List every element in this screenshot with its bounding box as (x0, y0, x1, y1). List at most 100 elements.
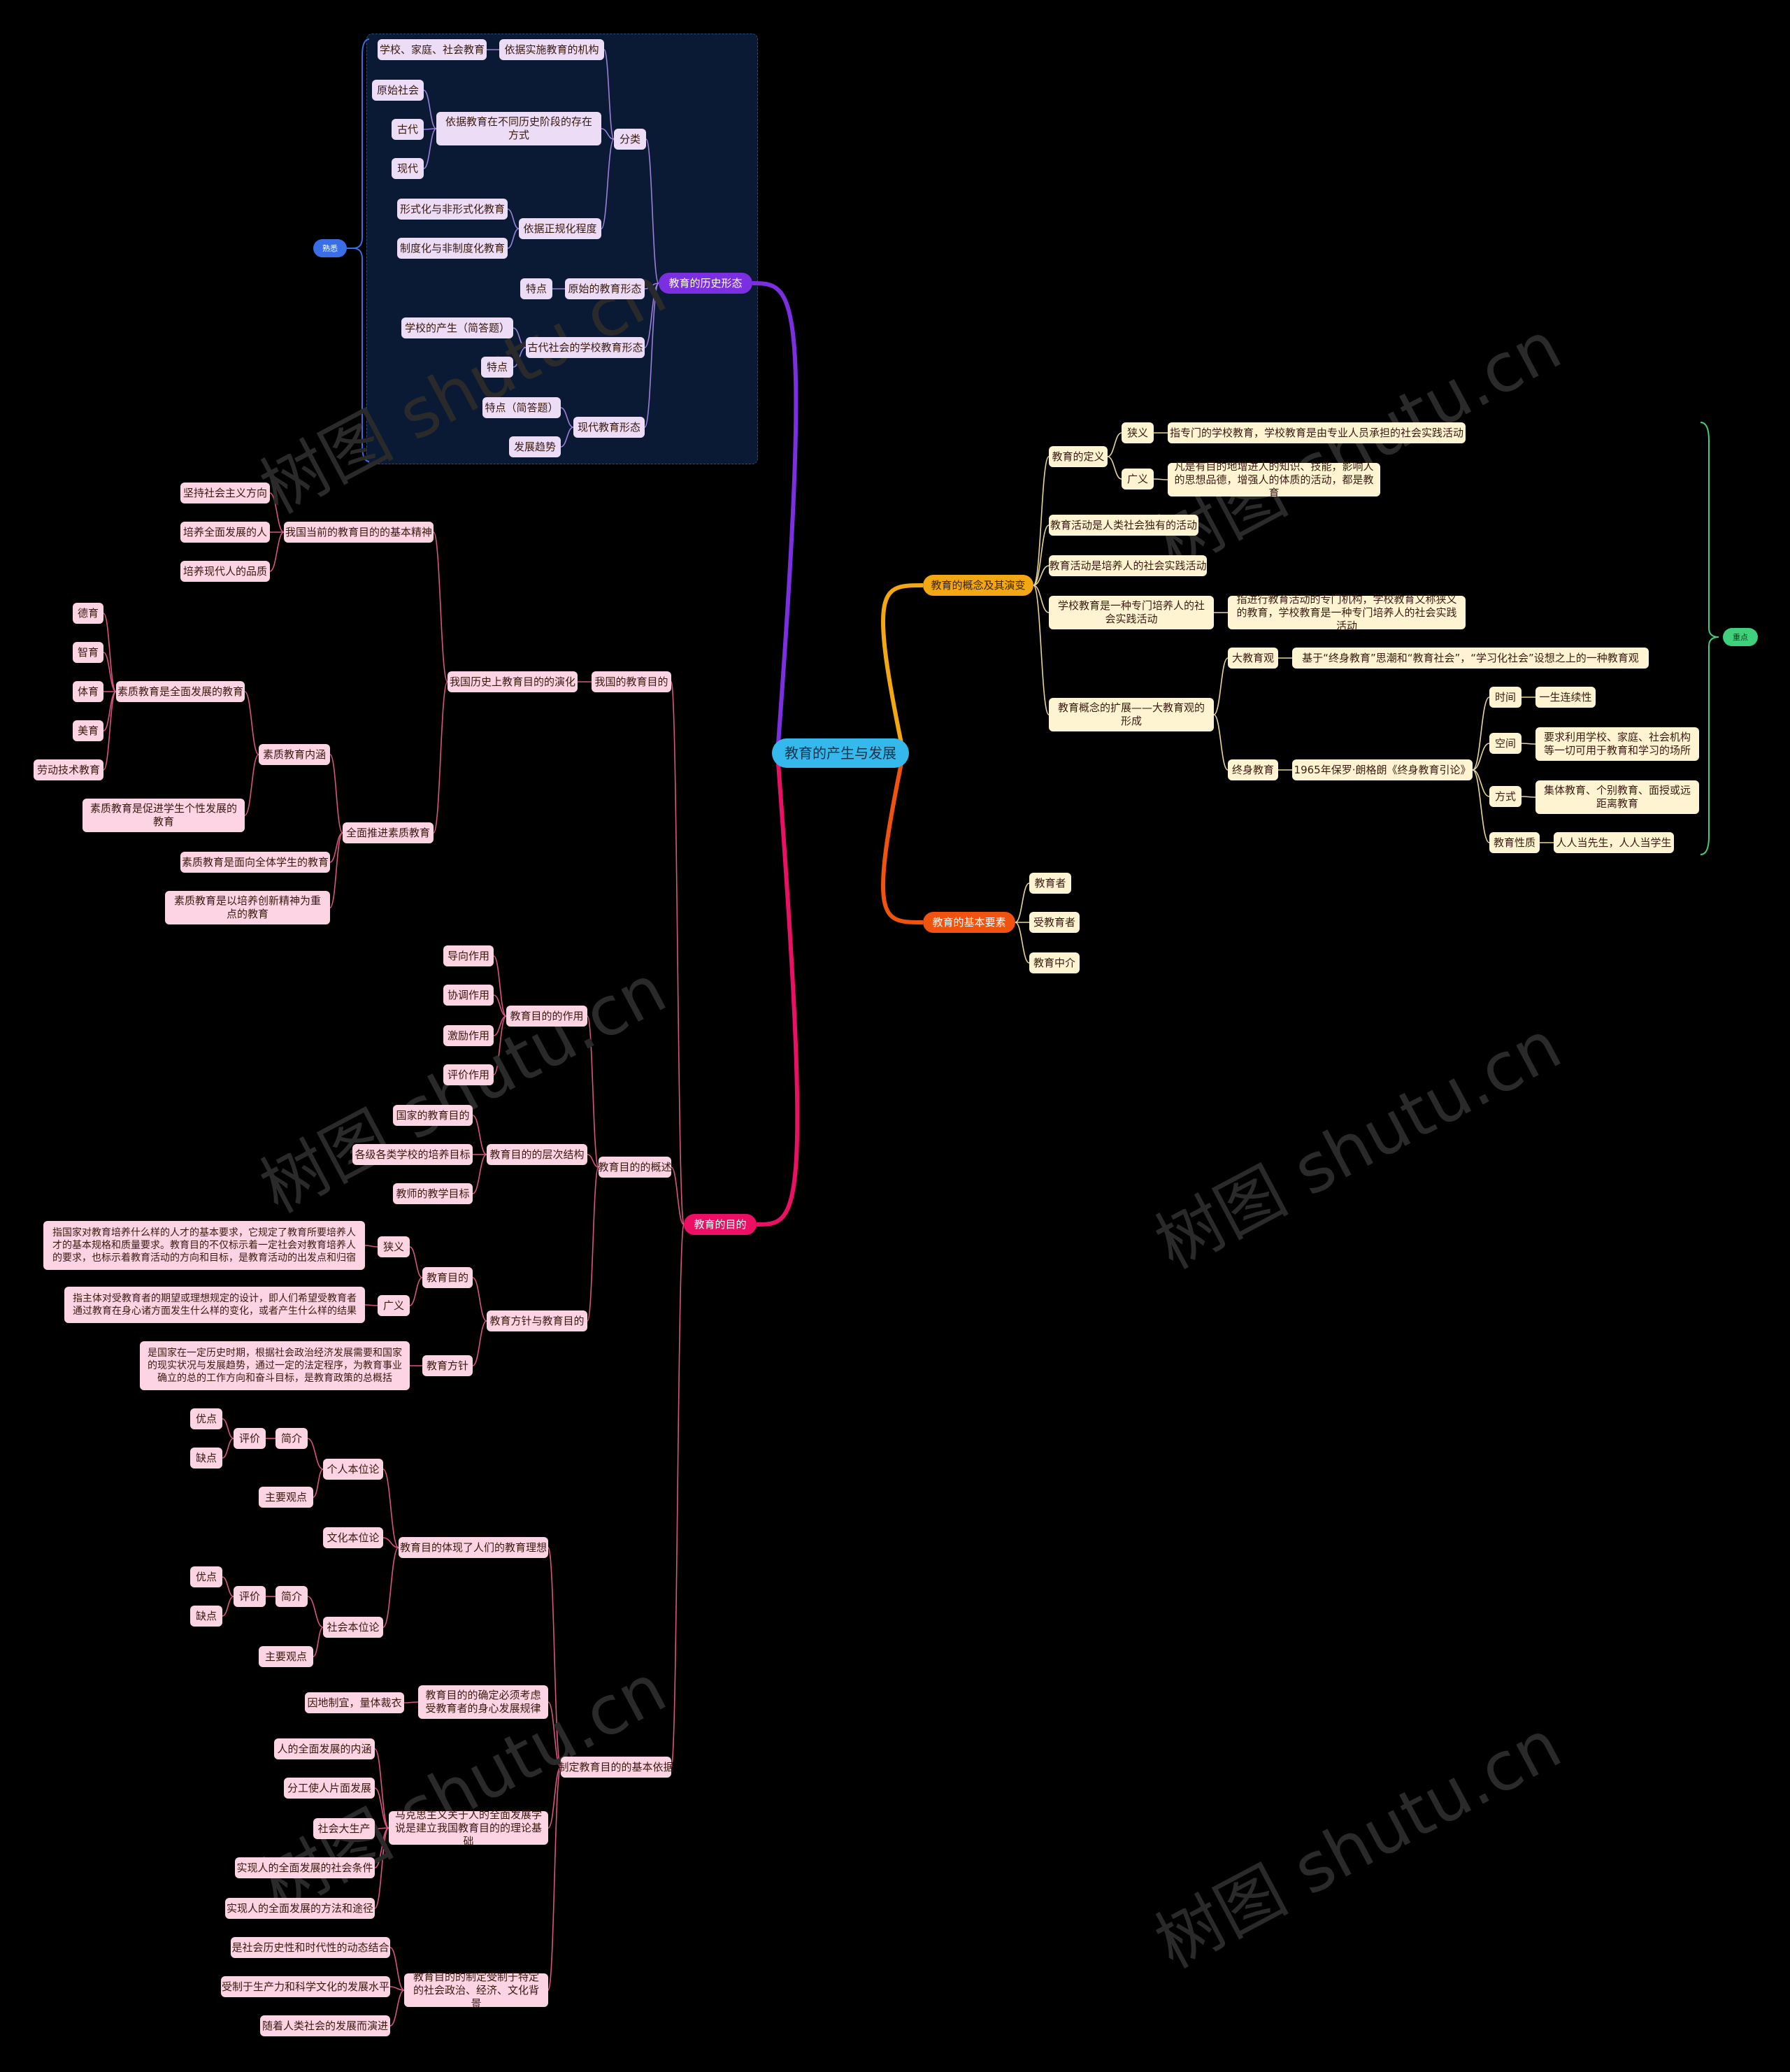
node-education-definition[interactable]: 教育的定义 (1049, 446, 1108, 467)
node-func-guide[interactable]: 导向作用 (443, 945, 494, 966)
node-culture-theory[interactable]: 文化本位论 (323, 1527, 383, 1548)
node-activity-unique[interactable]: 教育活动是人类社会独有的活动 (1049, 515, 1198, 536)
node-quality-content[interactable]: 素质教育内涵 (259, 744, 330, 765)
node-marx-1[interactable]: 人的全面发展的内涵 (274, 1738, 375, 1759)
node-school-education-text[interactable]: 指进行教育活动的专门机构，学校教育又称狭义的教育，学校教育是一种专门培养人的社会… (1228, 593, 1466, 632)
node-time-text[interactable]: 一生连续性 (1535, 687, 1596, 708)
node-space[interactable]: 空间 (1489, 733, 1522, 754)
node-func-coord[interactable]: 协调作用 (443, 985, 494, 1006)
node-labor[interactable]: 劳动技术教育 (34, 759, 103, 780)
node-allround[interactable]: 素质教育是全面发展的教育 (116, 681, 245, 702)
node-modern-feature[interactable]: 特点（简答题） (482, 397, 561, 418)
node-space-text[interactable]: 要求利用学校、家庭、社会机构等一切可用于教育和学习的场所 (1535, 727, 1699, 761)
node-social-con[interactable]: 缺点 (190, 1606, 222, 1627)
node-social-theory[interactable]: 社会本位论 (323, 1617, 383, 1638)
node-policy-text[interactable]: 是国家在一定历史时期，根据社会政治经济发展需要和国家的现实状况与发展趋势，通过一… (140, 1341, 410, 1390)
node-ancient[interactable]: 古代 (392, 119, 424, 140)
node-social-pro[interactable]: 优点 (190, 1566, 222, 1587)
node-by-formality[interactable]: 依据正规化程度 (519, 218, 601, 239)
branch-basic-elements[interactable]: 教育的基本要素 (923, 912, 1015, 933)
node-aim[interactable]: 教育目的 (422, 1267, 473, 1288)
node-cn-aim[interactable]: 我国的教育目的 (592, 671, 671, 692)
node-quality-edu[interactable]: 全面推进素质教育 (343, 822, 434, 843)
node-cn-history[interactable]: 我国历史上教育目的的演化 (448, 671, 578, 692)
node-all-students[interactable]: 素质教育是面向全体学生的教育 (180, 852, 330, 873)
node-local[interactable]: 因地制宜，量体裁衣 (305, 1692, 404, 1713)
node-marx-4[interactable]: 实现人的全面发展的社会条件 (235, 1857, 375, 1878)
node-aim-levels[interactable]: 教育目的的层次结构 (487, 1144, 587, 1165)
node-func-evaluate[interactable]: 评价作用 (443, 1064, 494, 1085)
node-formal-informal[interactable]: 形式化与非形式化教育 (397, 199, 508, 220)
node-social-eval[interactable]: 评价 (234, 1586, 266, 1607)
node-indiv-eval[interactable]: 评价 (234, 1428, 266, 1449)
node-aim-narrow-text[interactable]: 指国家对教育培养什么样的人才的基本要求，它规定了教育所要培养人才的基本规格和质量… (43, 1221, 365, 1270)
node-school-origin[interactable]: 学校的产生（简答题） (401, 317, 513, 338)
node-concept-expansion[interactable]: 教育概念的扩展——大教育观的形成 (1049, 698, 1214, 731)
node-physical[interactable]: 体育 (73, 681, 103, 702)
node-aesthetic[interactable]: 美育 (73, 720, 103, 741)
node-big-education-text[interactable]: 基于“终身教育”思潮和“教育社会”，“学习化社会”设想之上的一种教育观 (1292, 648, 1649, 669)
root-node[interactable]: 教育的产生与发展 (772, 738, 909, 768)
node-by-institution[interactable]: 依据实施教育的机构 (499, 39, 604, 60)
node-bg-3[interactable]: 随着人类社会的发展而演进 (260, 2015, 390, 2036)
node-body-law[interactable]: 教育目的的确定必须考虑受教育者的身心发展规律 (418, 1685, 548, 1719)
node-social-main[interactable]: 主要观点 (259, 1646, 313, 1667)
node-aim-ideal[interactable]: 教育目的体现了人们的教育理想 (399, 1537, 548, 1558)
node-primitive-feature[interactable]: 特点 (520, 278, 552, 299)
node-marx-3[interactable]: 社会大生产 (313, 1818, 375, 1839)
node-basic-spirit[interactable]: 我国当前的教育目的的基本精神 (284, 522, 434, 543)
node-aim-basis[interactable]: 制定教育目的的基本依据 (559, 1757, 674, 1778)
node-ancient-feature[interactable]: 特点 (481, 357, 513, 378)
node-primitive-form[interactable]: 原始的教育形态 (565, 278, 645, 299)
node-modern[interactable]: 现代 (392, 158, 424, 179)
node-nature[interactable]: 教育性质 (1489, 832, 1540, 853)
node-innovation[interactable]: 素质教育是以培养创新精神为重点的教育 (165, 891, 330, 924)
node-indiv-main[interactable]: 主要观点 (259, 1487, 313, 1508)
node-medium[interactable]: 教育中介 (1029, 952, 1080, 973)
node-policy[interactable]: 教育方针 (422, 1355, 473, 1376)
node-classification[interactable]: 分类 (614, 129, 646, 150)
node-aim-overview[interactable]: 教育目的的概述 (599, 1157, 672, 1178)
node-def-broad[interactable]: 广义 (1122, 469, 1154, 490)
node-aim-broad[interactable]: 广义 (378, 1295, 410, 1316)
node-background[interactable]: 教育目的的制定受制于特定的社会政治、经济、文化背景 (404, 1971, 548, 2010)
node-spirit-2[interactable]: 培养全面发展的人 (180, 522, 270, 543)
node-ancient-school-form[interactable]: 古代社会的学校教育形态 (526, 337, 645, 358)
node-modern-trend[interactable]: 发展趋势 (509, 436, 561, 457)
node-def-narrow-text[interactable]: 指专门的学校教育，学校教育是由专业人员承担的社会实践活动 (1168, 422, 1466, 443)
tag-familiar[interactable]: 熟悉 (313, 239, 347, 257)
node-school-family-society[interactable]: 学校、家庭、社会教育 (378, 39, 487, 60)
node-moral[interactable]: 德育 (73, 603, 103, 624)
node-spirit-1[interactable]: 坚持社会主义方向 (180, 483, 270, 503)
node-bg-1[interactable]: 是社会历史性和时代性的动态结合 (231, 1937, 390, 1958)
node-level-teacher[interactable]: 教师的教学目标 (393, 1183, 473, 1204)
node-nature-text[interactable]: 人人当先生，人人当学生 (1554, 832, 1674, 853)
branch-education-aim[interactable]: 教育的目的 (684, 1214, 757, 1235)
node-intellect[interactable]: 智育 (73, 642, 103, 663)
node-activity-practice[interactable]: 教育活动是培养人的社会实践活动 (1049, 555, 1207, 576)
node-social-intro[interactable]: 简介 (275, 1586, 308, 1607)
node-way-text[interactable]: 集体教育、个别教育、面授或远距离教育 (1535, 780, 1699, 814)
node-indiv-intro[interactable]: 简介 (275, 1428, 308, 1449)
node-level-nation[interactable]: 国家的教育目的 (393, 1105, 473, 1126)
node-individual-theory[interactable]: 个人本位论 (323, 1459, 383, 1480)
node-indiv-con[interactable]: 缺点 (190, 1448, 222, 1469)
node-policy-aim[interactable]: 教育方针与教育目的 (487, 1310, 587, 1331)
node-big-education[interactable]: 大教育观 (1228, 648, 1278, 669)
node-def-broad-text[interactable]: 凡是有目的地增进人的知识、技能，影响人的思想品德，增强人的体质的活动，都是教育 (1168, 460, 1380, 499)
node-individuality[interactable]: 素质教育是促进学生个性发展的教育 (83, 799, 245, 832)
tag-key-point[interactable]: 重点 (1723, 628, 1758, 646)
node-school-education[interactable]: 学校教育是一种专门培养人的社会实践活动 (1049, 596, 1214, 629)
node-way[interactable]: 方式 (1489, 786, 1522, 807)
branch-concept[interactable]: 教育的概念及其演变 (923, 575, 1033, 596)
node-bg-2[interactable]: 受制于生产力和科学文化的发展水平 (221, 1976, 390, 1997)
node-educatee[interactable]: 受教育者 (1029, 912, 1080, 933)
node-educator[interactable]: 教育者 (1029, 873, 1071, 894)
node-aim-narrow[interactable]: 狭义 (378, 1236, 410, 1257)
node-marx-5[interactable]: 实现人的全面发展的方法和途径 (225, 1898, 375, 1919)
node-lifelong[interactable]: 终身教育 (1228, 759, 1278, 780)
node-indiv-pro[interactable]: 优点 (190, 1408, 222, 1429)
node-modern-form[interactable]: 现代教育形态 (573, 417, 645, 438)
node-def-narrow[interactable]: 狭义 (1122, 422, 1154, 443)
node-time[interactable]: 时间 (1489, 687, 1522, 708)
